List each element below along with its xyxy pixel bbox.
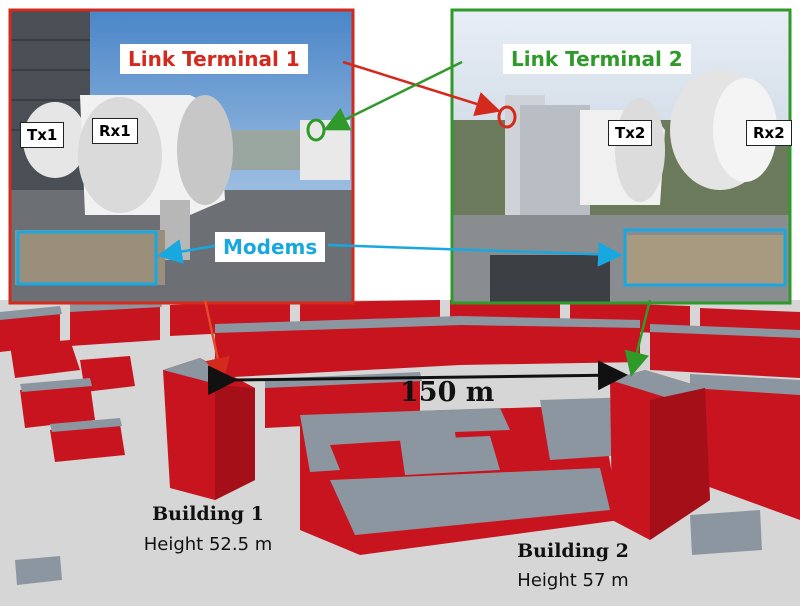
arrow-modems-right — [327, 241, 623, 267]
callout-terminal1: Link Terminal 1 — [120, 44, 308, 74]
arrow-modems-left — [157, 239, 221, 264]
terminal2-photo — [452, 10, 790, 303]
callout-modems: Modems — [215, 232, 326, 262]
device-label-tx1: Tx1 — [20, 122, 65, 148]
distance-label: 150 m — [400, 377, 495, 408]
building2-name: Building 2 — [517, 540, 629, 562]
building1-height: Height 52.5 m — [143, 534, 273, 555]
terminal1-marker — [497, 105, 517, 129]
arrow-building2 — [624, 299, 652, 377]
callout-terminal2: Link Terminal 2 — [503, 44, 691, 74]
arrow-terminal2 — [323, 60, 463, 131]
building2-height: Height 57 m — [517, 570, 629, 591]
terminal2-frame — [450, 8, 792, 305]
building1-name: Building 1 — [152, 503, 264, 525]
city-map — [0, 299, 800, 606]
modems-frame-2 — [623, 228, 787, 287]
arrow-terminal1 — [342, 60, 501, 116]
terminal1-frame — [8, 8, 355, 305]
device-label-rx1: Rx1 — [92, 118, 138, 144]
device-label-rx2: Rx2 — [746, 120, 792, 146]
modems-frame-1 — [16, 230, 158, 286]
device-label-tx2: Tx2 — [608, 120, 653, 146]
distance-line — [207, 360, 628, 396]
